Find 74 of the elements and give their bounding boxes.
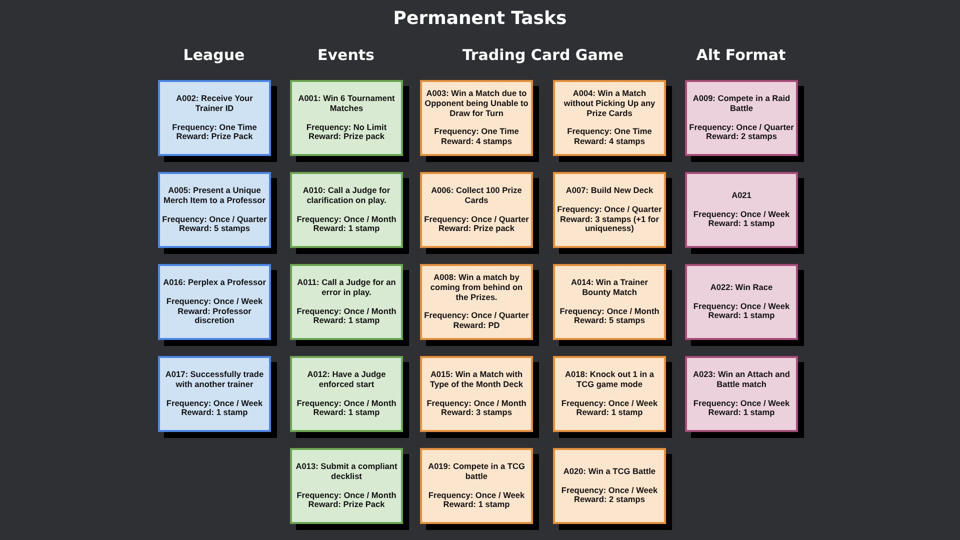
task-title: A002: Receive Your Trainer ID — [175, 94, 254, 114]
task-detail: Reward: 1 stamp — [443, 500, 510, 510]
task-detail: Reward: Prize pack — [308, 132, 385, 142]
column-heading: League — [182, 46, 246, 64]
task-title: A009: Compete in a Raid Battle — [692, 94, 792, 114]
task-title: A006: Collect 100 Prize Cards — [430, 186, 523, 206]
task-detail: Frequency: Once / Week — [693, 398, 790, 408]
task-detail: Reward: 5 stamps — [574, 316, 645, 326]
task-detail: Frequency: One Time — [567, 127, 652, 138]
task-detail: Frequency: Once / Month — [296, 306, 396, 316]
task-detail: Reward: Professor discretion — [178, 306, 252, 326]
column-heading: Events — [316, 46, 376, 64]
task-title: A001: Win 6 Tournament Matches — [297, 94, 396, 114]
task-detail: Frequency: One Time — [172, 122, 257, 132]
task-title: A003: Win a Match due to Opponent being Unable to Draw for Turn — [424, 88, 529, 118]
task-detail: Frequency: Once / Week — [693, 302, 790, 312]
task-detail: Frequency: Once / Month — [560, 306, 660, 316]
task-title: A011: Call a Judge for an error in play. — [296, 278, 397, 298]
task-detail: Reward: 1 stamp — [181, 408, 248, 418]
task-detail: Frequency: Once / Week — [428, 490, 525, 500]
task-detail: Frequency: Once / Quarter — [557, 204, 662, 214]
task-title: A020: Win a TCG Battle — [563, 466, 656, 477]
column-heading: Alt Format — [695, 46, 787, 64]
task-detail: Reward: Prize Pack — [176, 132, 253, 142]
task-detail: Reward: PD — [453, 321, 500, 332]
task-title: A014: Win a Trainer Bounty Match — [570, 278, 649, 298]
task-detail: Frequency: Once / Month — [426, 398, 526, 408]
task-detail: Reward: 2 stamps — [574, 495, 645, 506]
task-detail: Frequency: Once / Quarter — [424, 311, 529, 322]
task-detail: Frequency: Once / Week — [693, 210, 790, 220]
task-detail: Frequency: Once / Week — [166, 398, 263, 408]
task-detail: Reward: 4 stamps — [440, 137, 512, 148]
task-detail: Frequency: Once / Quarter — [424, 214, 529, 224]
task-detail: Reward: 3 stamps — [440, 408, 512, 418]
task-detail: Reward: 1 stamp — [313, 224, 380, 234]
task-detail: Frequency: Once / Quarter — [162, 214, 267, 224]
task-detail: Reward: 1 stamp — [708, 219, 775, 230]
task-detail: Reward: 1 stamp — [313, 408, 380, 418]
task-detail: Frequency: Once / Week — [166, 296, 263, 306]
task-title: A019: Compete in a TCG battle — [427, 462, 526, 482]
task-detail: Reward: 1 stamp — [313, 316, 380, 326]
task-detail: Frequency: Once / Month — [296, 214, 396, 224]
task-title: A005: Present a Unique Merch Item to a Professor — [162, 186, 266, 206]
diagram-title: Permanent Tasks — [392, 8, 568, 29]
task-detail: Reward: 1 stamp — [576, 408, 643, 418]
task-title: A013: Submit a compliant decklist — [294, 462, 398, 482]
task-detail: Frequency: Once / Week — [561, 398, 658, 408]
task-title: A015: Win a Match with Type of the Month Deck — [429, 370, 524, 390]
task-detail: Reward: Prize Pack — [308, 500, 385, 510]
task-title: A004: Win a Match without Picking Up any Prize Cards — [562, 88, 656, 118]
task-title: A017: Successfully trade with another trainer — [164, 370, 265, 390]
task-title: A016: Perplex a Professor — [163, 278, 266, 288]
task-detail: Frequency: Once / Month — [296, 490, 396, 500]
task-detail: Reward: 2 stamps — [706, 132, 777, 142]
task-detail: Reward: 1 stamp — [708, 408, 775, 418]
task-title: A021 — [732, 190, 752, 201]
task-detail: Frequency: Once / Month — [296, 398, 396, 408]
task-detail: Frequency: Once / Week — [561, 486, 658, 496]
task-detail: Frequency: One Time — [434, 127, 519, 138]
task-title: A018: Knock out 1 in a TCG game mode — [564, 370, 655, 390]
task-title: A008: Win a match by coming from behind on the Prizes. — [429, 272, 524, 302]
task-title: A010: Call a Judge for clarification on play. — [302, 186, 392, 206]
task-title: A007: Build New Deck — [566, 186, 654, 196]
task-detail: Frequency: Once / Quarter — [689, 122, 794, 132]
task-title: A012: Have a Judge enforced start — [306, 370, 387, 390]
task-detail: Reward: 1 stamp — [708, 311, 775, 322]
task-detail: Reward: 3 stamps (+1 for uniqueness) — [560, 214, 659, 234]
task-detail: Reward: 5 stamps — [178, 224, 250, 234]
task-title: A023: Win an Attach and Battle match — [692, 370, 791, 390]
task-detail: Frequency: No Limit — [306, 122, 387, 132]
column-heading: Trading Card Game — [461, 46, 625, 64]
task-detail: Reward: Prize pack — [438, 224, 515, 234]
task-title: A022: Win Race — [710, 282, 773, 293]
task-detail: Reward: 4 stamps — [574, 137, 645, 148]
